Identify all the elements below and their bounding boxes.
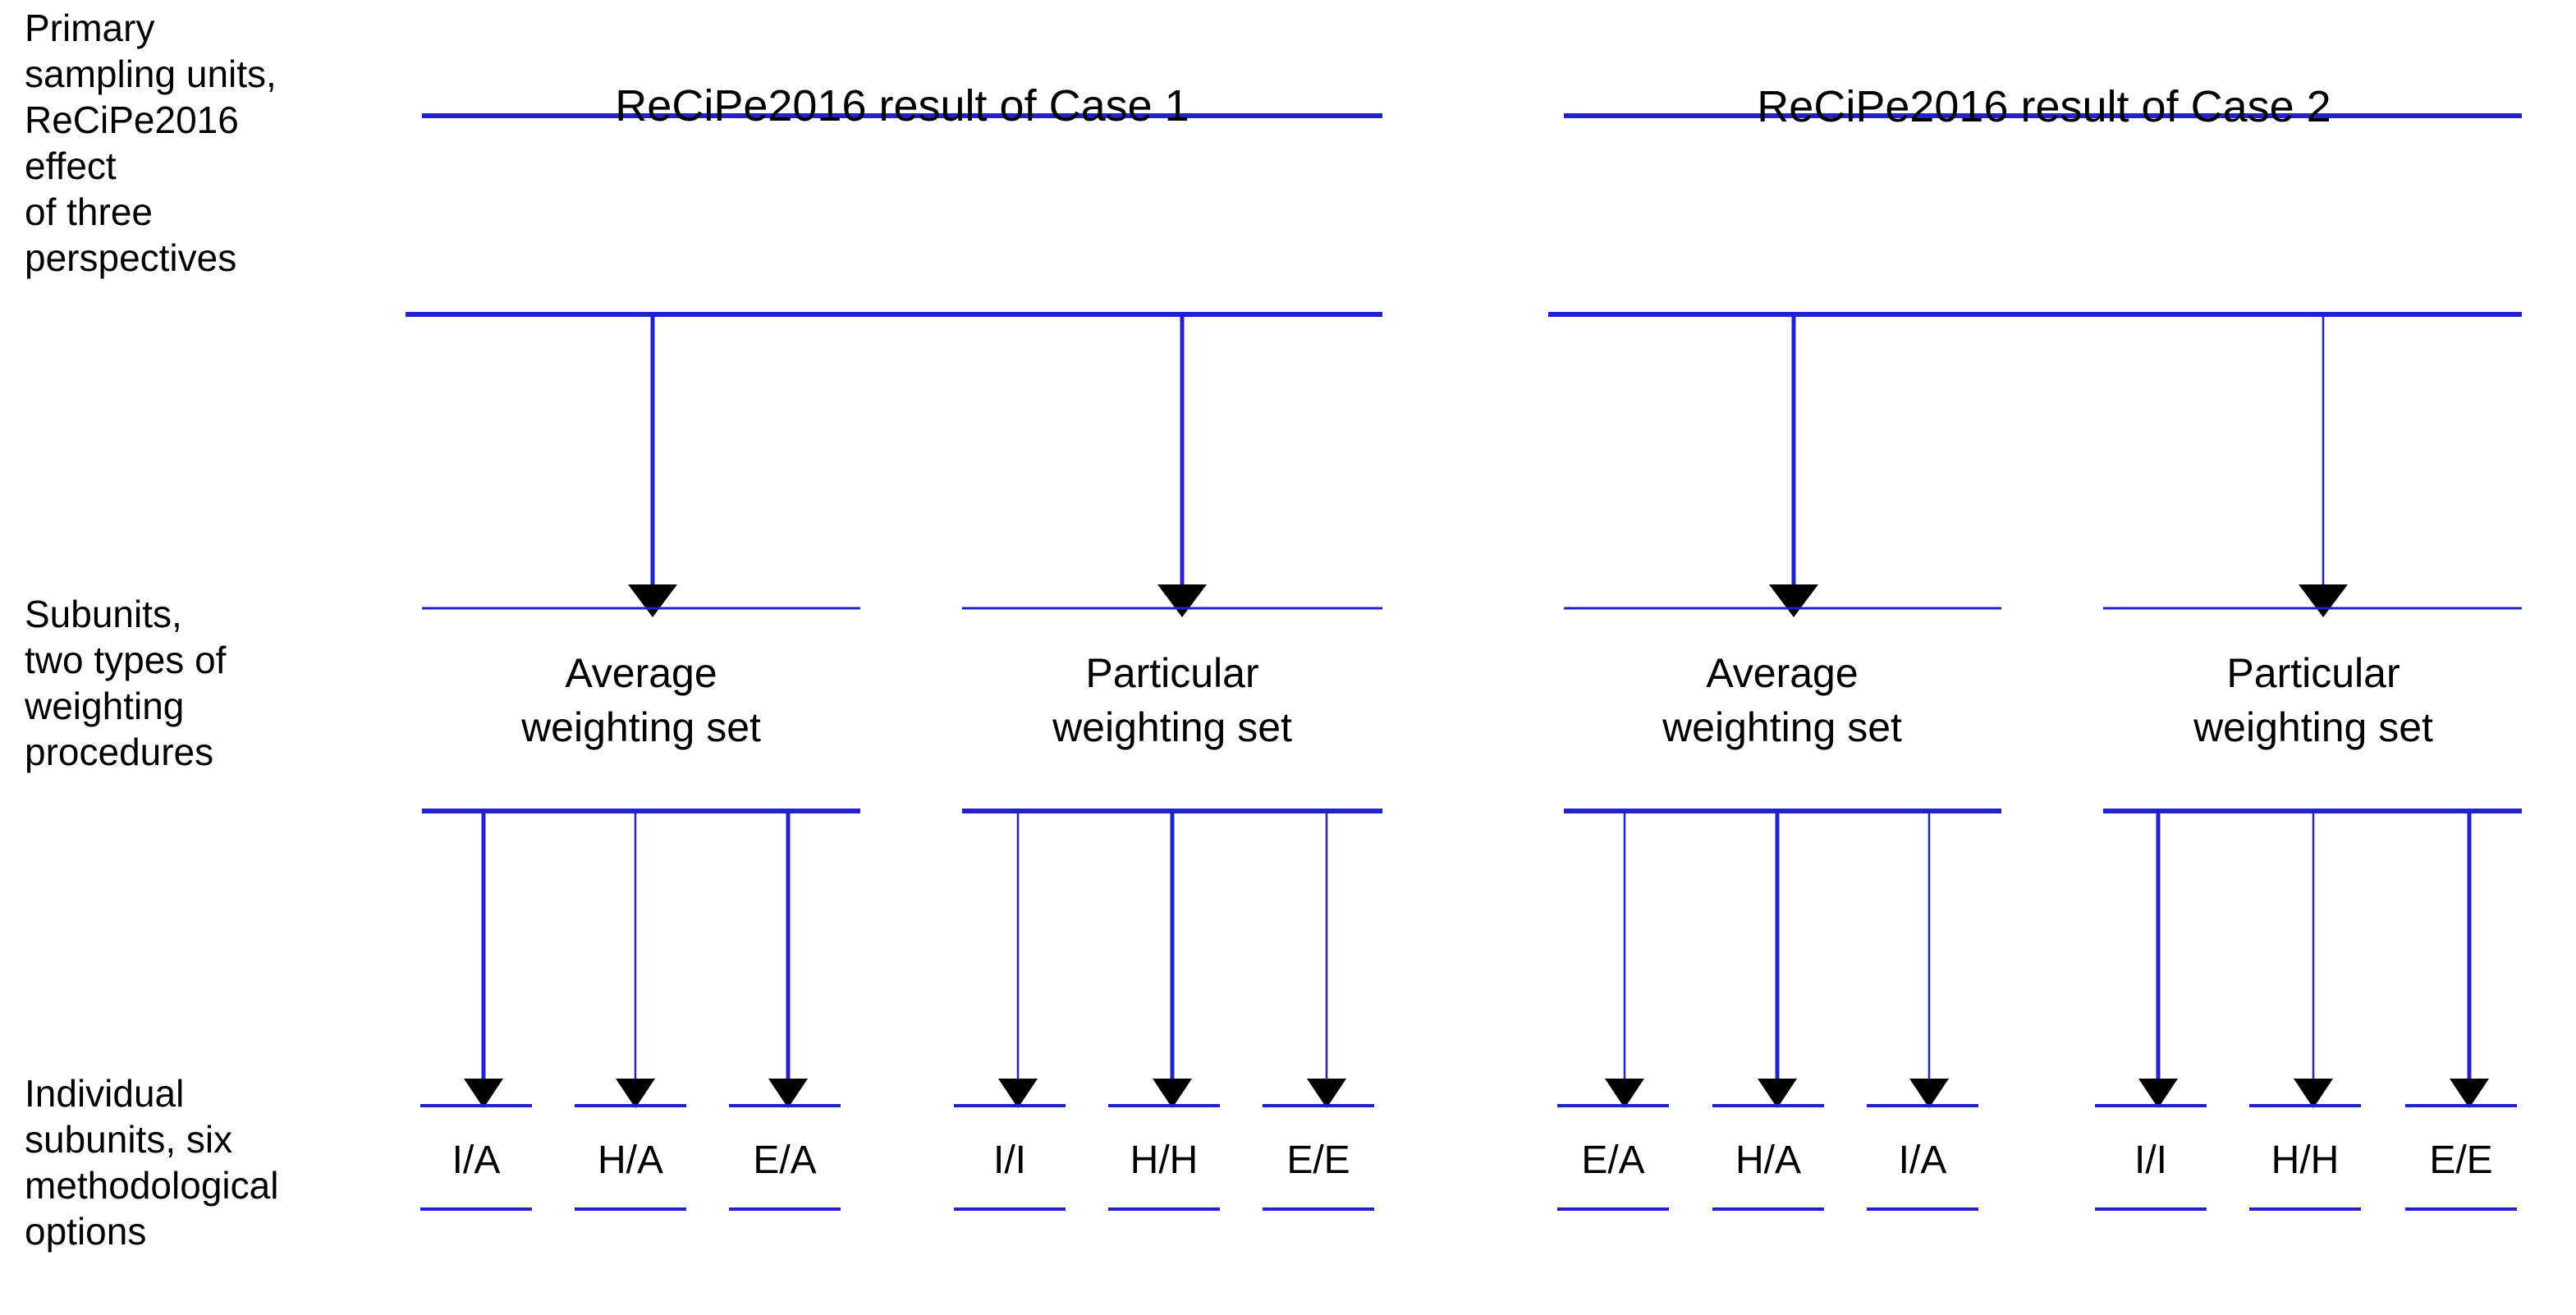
row-label-level2: Subunits, two types of weighting procedu…	[24, 593, 227, 773]
row-label-level2-line1: Subunits,	[25, 593, 182, 635]
case-1-connector-to-group-2	[1157, 314, 1207, 617]
case-1-connector-to-group-1	[628, 314, 677, 617]
row-label-level1-line4: effect	[25, 144, 117, 187]
case-1-title: ReCiPe2016 result of Case 1	[615, 81, 1189, 131]
case-2-group-2-branch-2	[2294, 811, 2333, 1108]
row-label-level3-line3: methodological	[25, 1164, 278, 1207]
arrow-down-icon	[1157, 584, 1207, 617]
leaf-label: E/E	[2429, 1139, 2492, 1182]
case-1-group-1-leaf-2: H/A	[575, 1104, 686, 1211]
leaf-label: H/H	[1130, 1139, 1199, 1182]
row-label-level1-line2: sampling units,	[25, 53, 277, 95]
row-label-level1-line6: perspectives	[25, 236, 236, 279]
case-2-connector-to-group-2	[2299, 314, 2348, 617]
leaf-label: E/A	[1581, 1139, 1644, 1182]
leaf-label: H/H	[2271, 1139, 2340, 1182]
row-label-level1-line1: Primary	[25, 7, 154, 49]
case-2-group-2-title-line1: Particular	[2226, 650, 2400, 696]
case-2-group-1-title-line1: Average	[1706, 650, 1858, 696]
row-label-level3: Individual subunits, six methodological …	[25, 1072, 278, 1253]
case-2-group-2-leaf-3: E/E	[2405, 1104, 2517, 1211]
row-label-level1-line3: ReCiPe2016	[25, 99, 239, 141]
case-2-group-2-branch-1	[2138, 811, 2178, 1108]
case-2-group-1-leaf-1: E/A	[1557, 1104, 1669, 1211]
case-2-group-1-title-line2: weighting set	[1662, 704, 1902, 750]
case-1-group-1-branch-2	[616, 811, 655, 1108]
case-2-group-1: Average weighting set E/A	[1557, 607, 2001, 1211]
row-label-level2-line2: two types of	[25, 639, 227, 681]
case-2: ReCiPe2016 result of Case 2 Average weig…	[1548, 82, 2522, 1211]
case-2-group-2-branch-3	[2450, 811, 2489, 1108]
row-label-level1: Primary sampling units, ReCiPe2016 effec…	[25, 7, 277, 279]
case-1-group-1-title-line1: Average	[565, 650, 717, 696]
case-2-group-1-leaf-3: I/A	[1867, 1104, 1978, 1211]
case-1-group-2: Particular weighting set I/I	[954, 607, 1382, 1211]
case-1-group-2-title-line2: weighting set	[1052, 704, 1292, 750]
case-2-group-2-leaf-2: H/H	[2249, 1104, 2361, 1211]
case-1-group-2-leaf-2: H/H	[1108, 1104, 1220, 1211]
arrow-down-icon	[2299, 584, 2348, 617]
case-1-group-2-leaf-3: E/E	[1263, 1104, 1374, 1211]
row-label-level1-line5: of three	[25, 190, 153, 233]
case-1-group-1-title-line2: weighting set	[520, 704, 761, 750]
case-2-connector-to-group-1	[1769, 314, 1818, 617]
case-1-group-2-branch-1	[998, 811, 1038, 1108]
leaf-label: H/A	[598, 1139, 663, 1182]
case-2-title: ReCiPe2016 result of Case 2	[1757, 82, 2331, 131]
row-label-level3-line2: subunits, six	[25, 1118, 232, 1161]
arrow-down-icon	[1769, 584, 1818, 617]
case-1-group-1-branch-3	[768, 811, 808, 1108]
leaf-label: E/A	[753, 1139, 816, 1182]
leaf-label: I/A	[1899, 1139, 1947, 1182]
leaf-label: H/A	[1735, 1139, 1801, 1182]
case-1-group-2-branch-2	[1153, 811, 1192, 1108]
case-1-group-1-leaf-3: E/A	[729, 1104, 841, 1211]
row-label-level3-line1: Individual	[25, 1072, 184, 1115]
case-2-group-2: Particular weighting set I/I	[2095, 607, 2522, 1211]
leaf-label: I/I	[993, 1139, 1026, 1182]
row-label-level2-line3: weighting	[24, 685, 184, 727]
case-2-group-1-branch-3	[1909, 811, 1949, 1108]
case-2-group-2-title-line2: weighting set	[2193, 704, 2433, 750]
case-2-group-1-branch-2	[1758, 811, 1797, 1108]
row-label-level3-line4: options	[25, 1210, 146, 1253]
leaf-label: I/I	[2134, 1139, 2167, 1182]
row-label-level2-line4: procedures	[25, 731, 213, 773]
case-1: ReCiPe2016 result of Case 1 Average weig…	[406, 81, 1382, 1211]
case-2-group-2-leaf-1: I/I	[2095, 1104, 2207, 1211]
case-1-group-2-title-line1: Particular	[1085, 650, 1258, 696]
leaf-label: E/E	[1286, 1139, 1350, 1182]
case-1-group-1-leaf-1: I/A	[420, 1104, 532, 1211]
leaf-label: I/A	[452, 1139, 501, 1182]
case-2-group-1-leaf-2: H/A	[1712, 1104, 1824, 1211]
case-1-group-2-leaf-1: I/I	[954, 1104, 1066, 1211]
case-1-group-1-branch-1	[464, 811, 503, 1108]
case-1-group-2-branch-3	[1307, 811, 1346, 1108]
case-2-group-1-branch-1	[1605, 811, 1644, 1108]
arrow-down-icon	[628, 584, 677, 617]
case-1-group-1: Average weighting set	[420, 607, 860, 1211]
